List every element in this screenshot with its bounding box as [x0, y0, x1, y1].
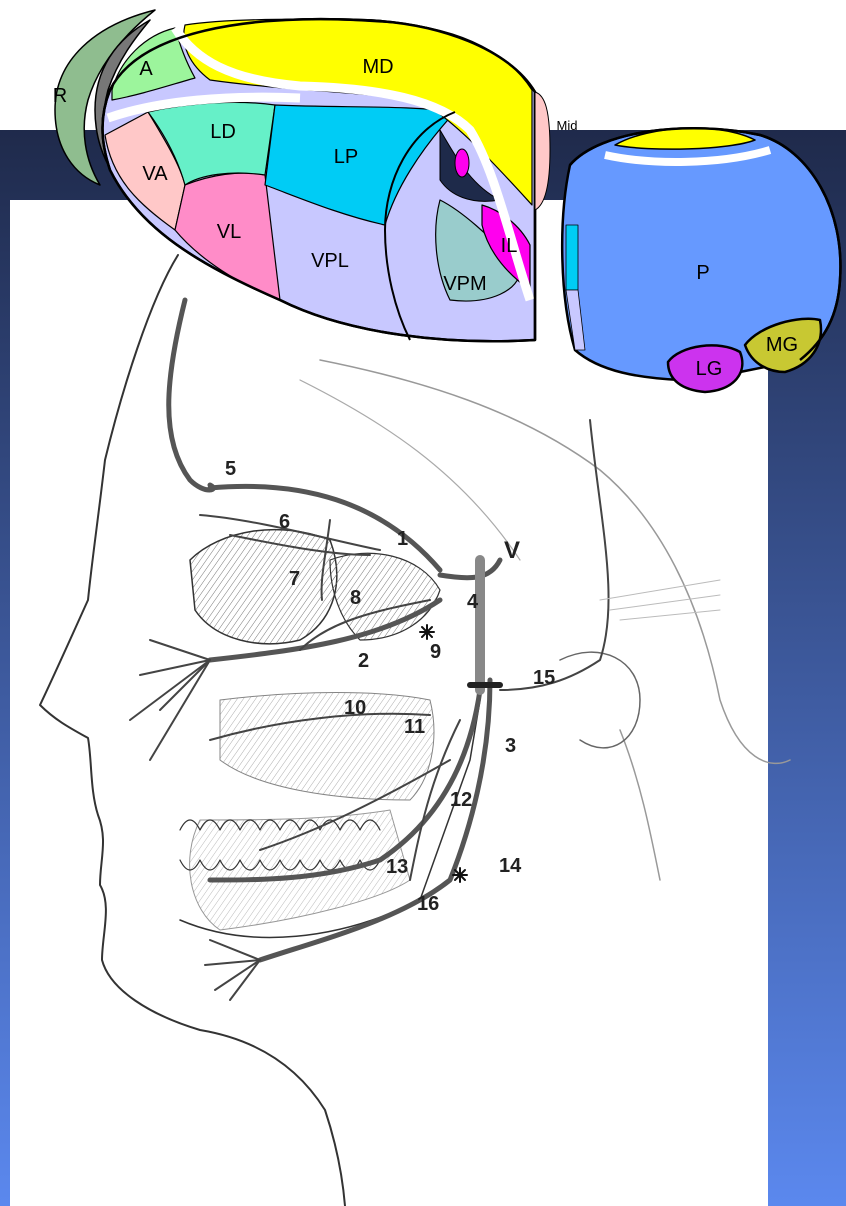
label-8: 8 — [350, 587, 361, 609]
label-9: 9 — [430, 641, 441, 663]
label-LP: LP — [334, 146, 358, 168]
label-P: P — [696, 262, 709, 284]
label-R: R — [53, 85, 67, 107]
region-side-cyan — [566, 225, 578, 290]
label-7: 7 — [289, 568, 300, 590]
label-3: 3 — [505, 735, 516, 757]
label-V: V — [504, 537, 520, 564]
label-2: 2 — [358, 650, 369, 672]
label-6: 6 — [279, 511, 290, 533]
label-16: 16 — [417, 893, 439, 915]
label-14: 14 — [499, 855, 522, 877]
label-13: 13 — [386, 856, 408, 878]
label-A: A — [139, 58, 153, 80]
label-MD: MD — [362, 56, 393, 78]
label-12: 12 — [450, 789, 472, 811]
label-11: 11 — [404, 716, 425, 738]
label-15: 15 — [533, 667, 555, 689]
label-5: 5 — [225, 458, 236, 480]
small-IL-spot — [455, 149, 469, 177]
label-VPL: VPL — [311, 250, 349, 272]
label-1: 1 — [397, 528, 408, 550]
label-Mid: Mid — [557, 118, 578, 133]
label-IL: IL — [501, 235, 518, 257]
label-VPM: VPM — [443, 273, 486, 295]
label-VL: VL — [217, 221, 241, 243]
label-VA: VA — [142, 163, 168, 185]
thalamus-coronal-diagram — [562, 128, 840, 392]
label-MG: MG — [766, 334, 798, 356]
label-4: 4 — [467, 591, 479, 613]
label-LG: LG — [696, 358, 723, 380]
label-LD: LD — [210, 121, 236, 143]
label-10: 10 — [344, 697, 366, 719]
